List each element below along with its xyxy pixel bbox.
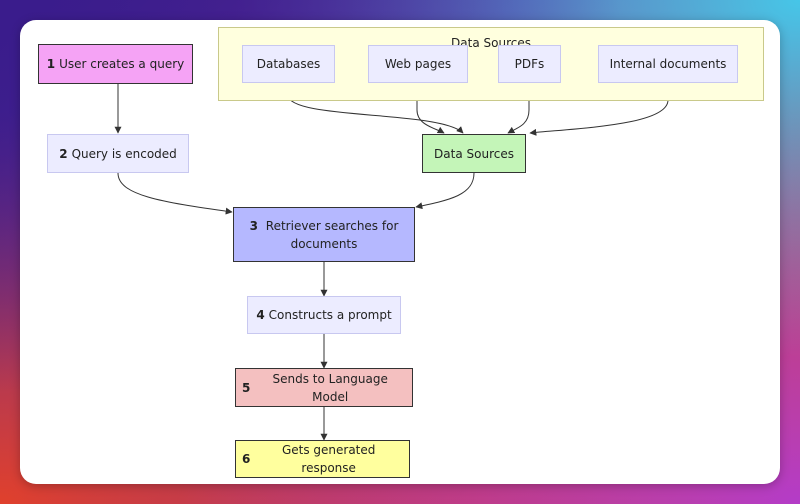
edge-internal-ds — [529, 83, 669, 136]
step-6-node: 6 Gets generated response — [235, 440, 410, 478]
step-4-node: 4 Constructs a prompt — [247, 296, 401, 334]
source-pdfs: PDFs — [498, 45, 561, 83]
step-5-node: 5 Sends to Language Model — [235, 368, 413, 407]
edge-ds-step3 — [415, 172, 475, 210]
source-internal-documents: Internal documents — [598, 45, 738, 83]
edge-pdfs-ds — [507, 83, 530, 134]
source-web-pages: Web pages — [368, 45, 468, 83]
step-3-node: 3 Retriever searches for documents — [233, 207, 415, 262]
edge-webpages-ds — [416, 83, 445, 134]
step-1-node: 1 User creates a query — [38, 44, 193, 84]
source-databases: Databases — [242, 45, 335, 83]
step-2-node: 2 Query is encoded — [47, 134, 189, 173]
edge-step2-step3 — [117, 172, 233, 215]
diagram-card: Data Sources Databases Web pages PDFs In… — [20, 20, 780, 484]
data-sources-node: Data Sources — [422, 134, 526, 173]
